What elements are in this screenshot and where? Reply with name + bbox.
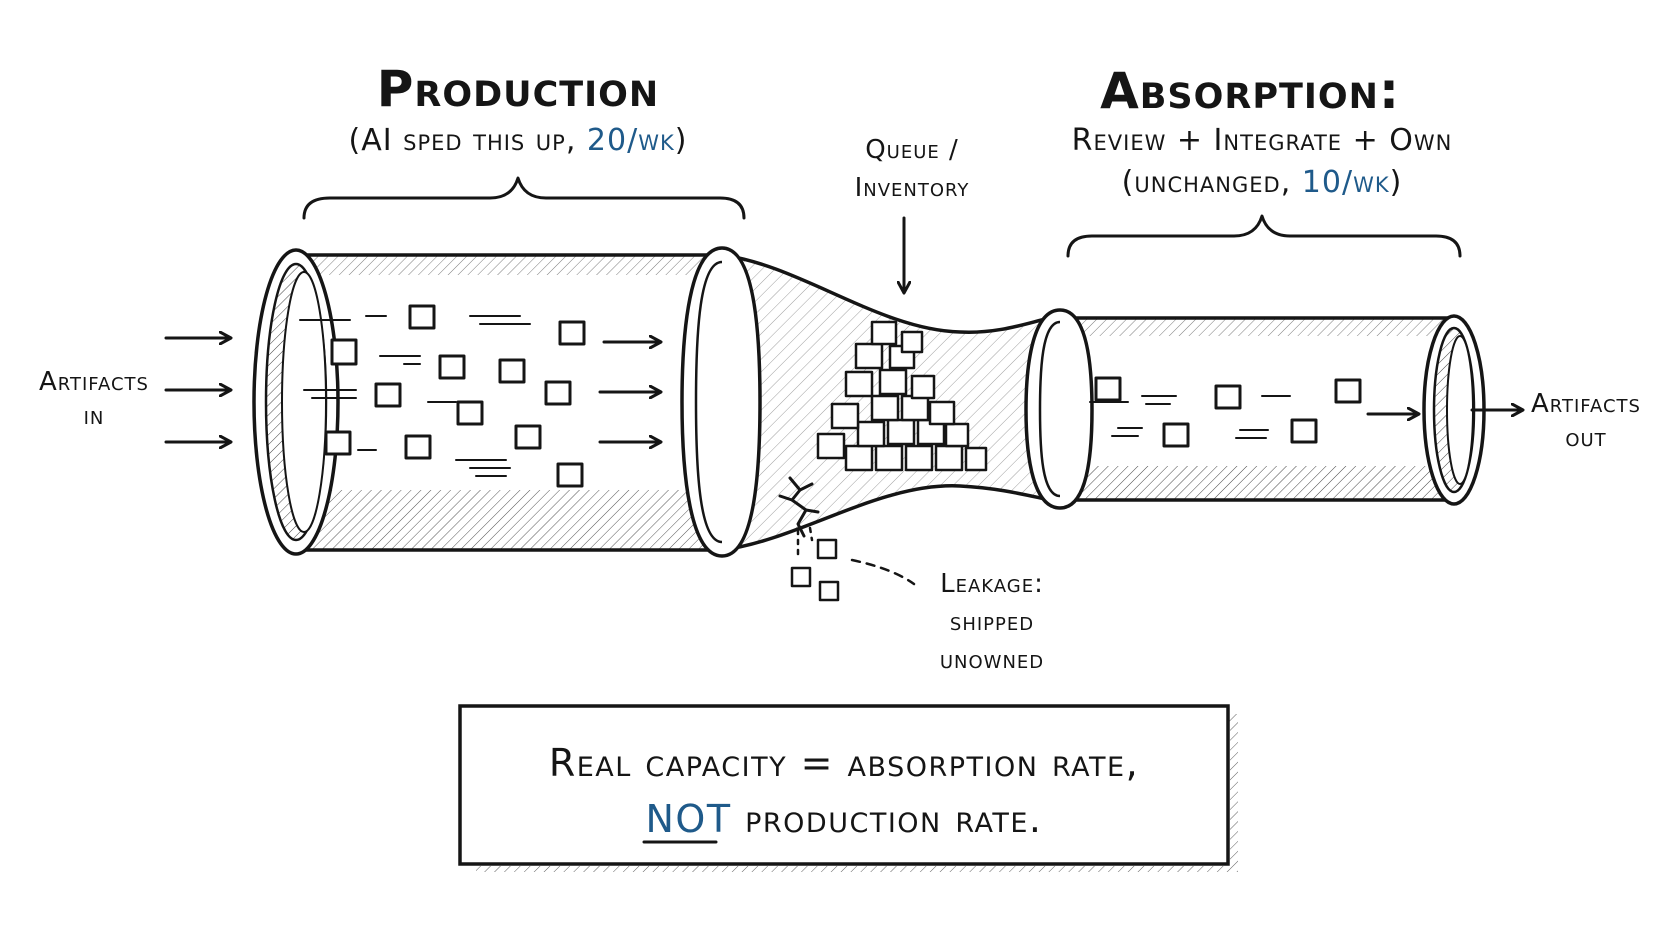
queue-pile (816, 320, 988, 472)
absorption-subtitle: (unchanged, 10/wk) (1122, 165, 1403, 200)
production-subtitle-prefix: (AI sped this up, (349, 123, 587, 158)
queue-label-line2: Inventory (855, 173, 970, 203)
absorption-rate: 10/wk (1302, 165, 1390, 200)
conclusion-line2: NOT production rate. (645, 797, 1042, 841)
absorption-pipe (1024, 308, 1486, 510)
production-rate: 20/wk (587, 123, 675, 158)
production-title: Production (377, 60, 659, 118)
leakage-label-line2: shipped (950, 607, 1034, 637)
production-artifacts (324, 304, 586, 488)
absorption-subtitle-suffix: ) (1390, 165, 1403, 200)
leakage-label-line3: unowned (940, 645, 1044, 675)
inputs-label-line2: in (84, 401, 105, 431)
conclusion-line2-space (732, 797, 746, 841)
absorption-artifacts (1094, 376, 1362, 448)
production-subtitle-suffix: ) (675, 123, 688, 158)
outputs-label-line2: out (1565, 423, 1606, 453)
conclusion-emphasis: NOT (645, 797, 731, 841)
production-pipe (252, 246, 762, 558)
absorption-title: Absorption: (1100, 62, 1400, 120)
absorption-steps: Review + Integrate + Own (1072, 123, 1453, 158)
production-flow-arrows (598, 342, 660, 442)
leakage-label-line1: Leakage: (940, 569, 1044, 599)
production-motion-lines (299, 315, 531, 477)
outputs-label-line1: Artifacts (1531, 389, 1641, 419)
conclusion-line1: Real capacity = absorption rate, (549, 741, 1139, 785)
production-subtitle: (AI sped this up, 20/wk) (349, 123, 688, 158)
conclusion-box: Real capacity = absorption rate, NOT pro… (458, 704, 1238, 872)
leaked-artifacts (790, 526, 840, 602)
input-arrows (164, 338, 230, 442)
absorption-subtitle-prefix: (unchanged, (1122, 165, 1302, 200)
absorption-brace (1066, 214, 1462, 258)
absorption-motion-lines (1089, 395, 1291, 439)
production-brace (302, 176, 746, 220)
queue-label-line1: Queue / (865, 135, 959, 165)
inputs-label-line1: Artifacts (39, 367, 149, 397)
conclusion-line2-rest: production rate. (745, 797, 1042, 841)
leakage-pointer (850, 558, 916, 586)
crack (778, 476, 820, 538)
